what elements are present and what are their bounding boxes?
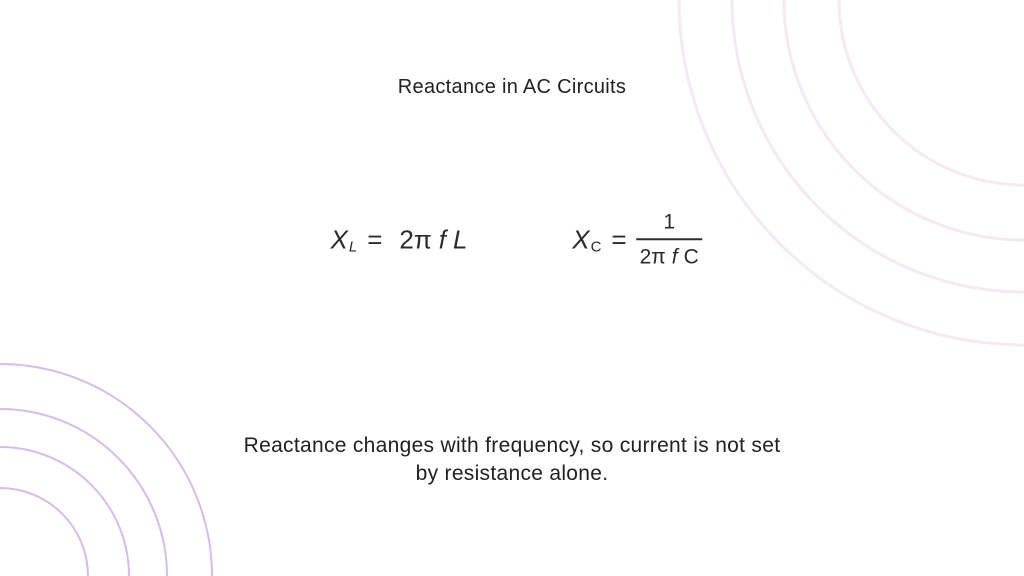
caption: Reactance changes with frequency, so cur… — [0, 432, 1024, 488]
capacitive-subscript: C — [590, 238, 602, 256]
capacitive-coefficient: 2π — [639, 245, 666, 269]
fraction-numerator: 1 — [663, 210, 676, 234]
inductive-inductance: L — [453, 224, 468, 255]
inductive-coefficient: 2π — [399, 224, 432, 255]
capacitive-capacitance: C — [683, 245, 699, 269]
capacitive-frequency: f — [671, 245, 678, 269]
capacitive-variable: X — [572, 224, 590, 255]
caption-line-2: by resistance alone. — [415, 462, 609, 485]
concentric-arcs-top-right-icon — [677, 0, 1024, 347]
inductive-variable: X — [330, 224, 348, 255]
caption-line-1: Reactance changes with frequency, so cur… — [243, 434, 781, 457]
equals-sign: = — [367, 224, 383, 255]
slide-title: Reactance in AC Circuits — [397, 76, 627, 98]
inductive-frequency: f — [438, 224, 447, 255]
equals-sign: = — [611, 224, 627, 255]
inductive-subscript: L — [348, 238, 358, 256]
